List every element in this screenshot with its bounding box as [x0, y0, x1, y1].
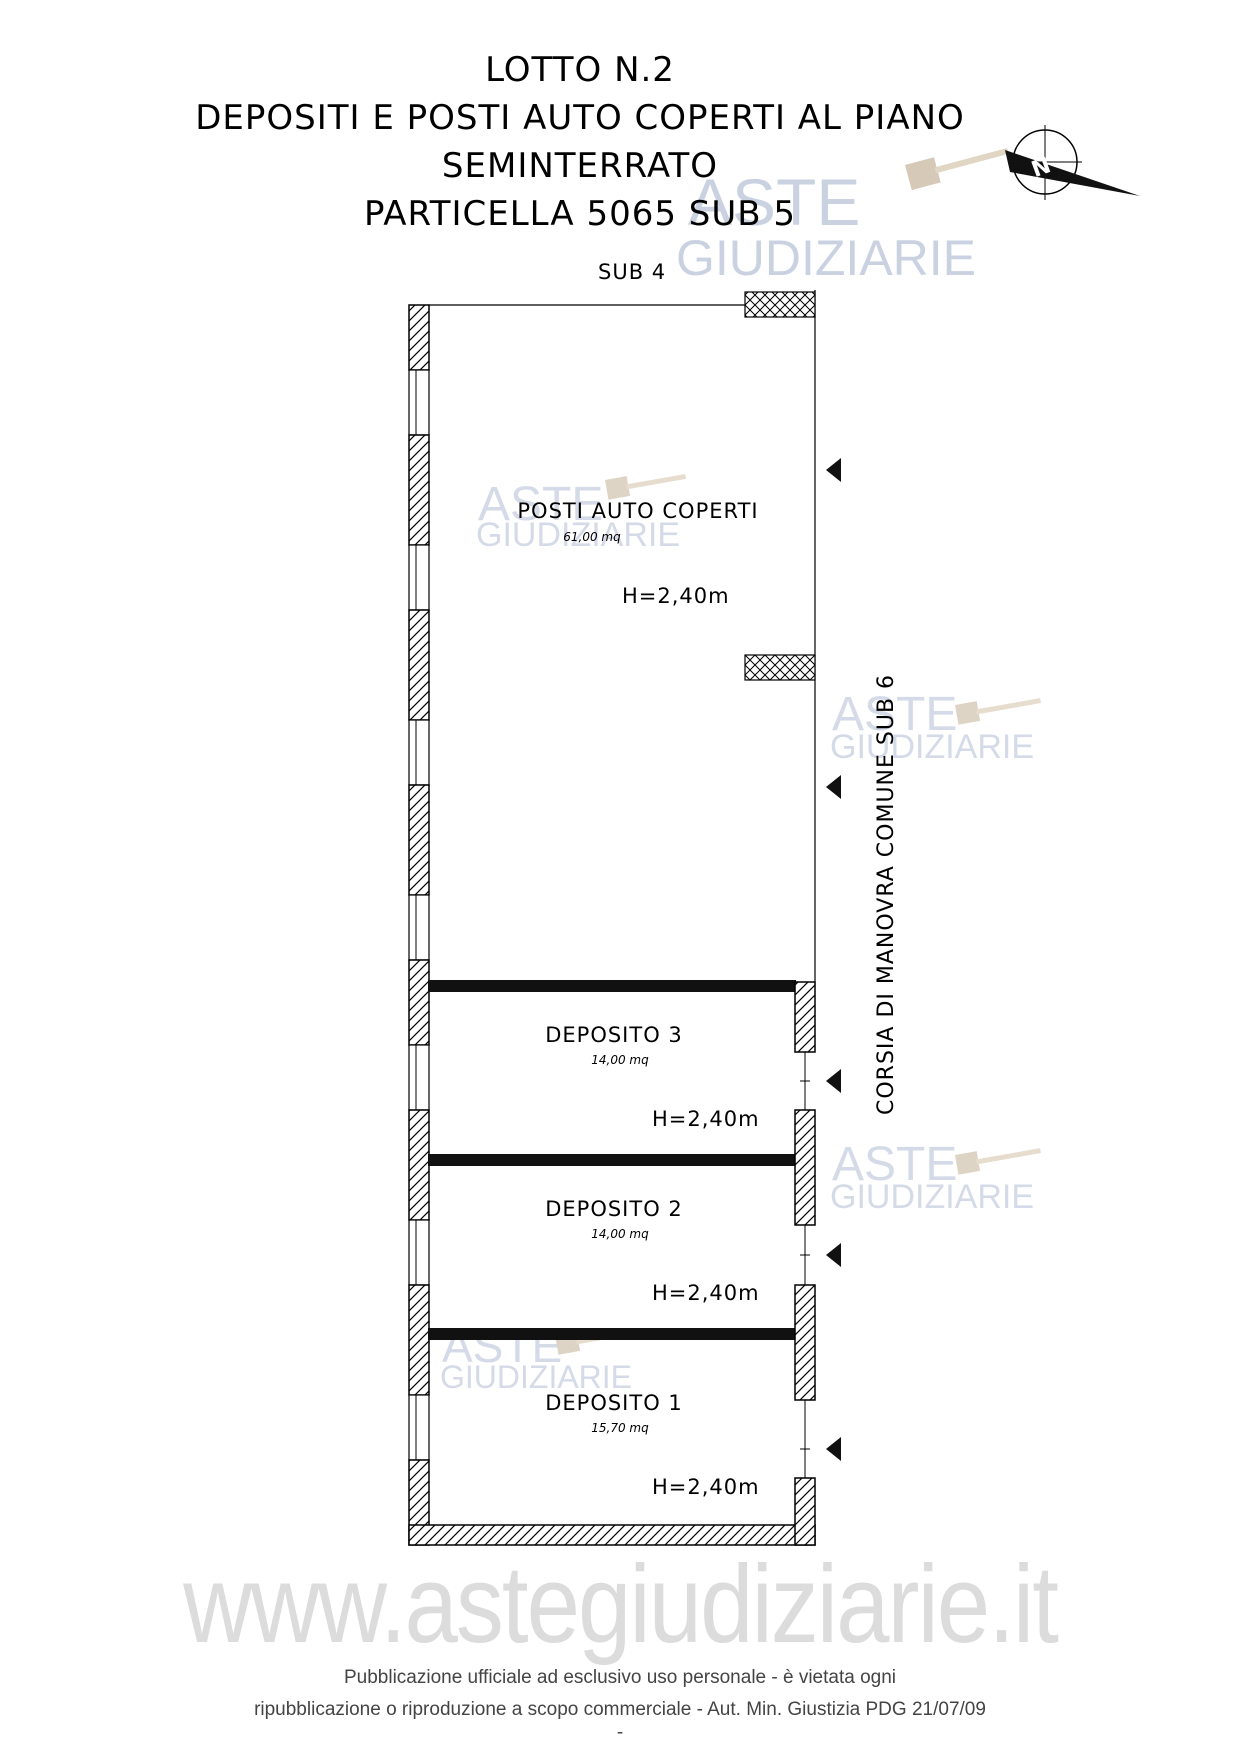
- partition-wall-3: [428, 980, 796, 992]
- entrance-arrow-icon: [826, 458, 841, 482]
- aste-logo-watermark-room: ASTE GIUDIZIARIE: [476, 473, 687, 554]
- aste-logo-watermark-right-2: ASTE GIUDIZIARIE: [830, 1138, 1041, 1216]
- room-deposito-1: DEPOSITO 1 15,70 mq H=2,40m: [545, 1391, 760, 1499]
- svg-text:ASTE: ASTE: [832, 1138, 957, 1191]
- room-height: H=2,40m: [652, 1281, 760, 1305]
- partition-wall-2: [428, 1154, 796, 1166]
- title-description: DEPOSITI E POSTI AUTO COPERTI AL PIANO: [195, 98, 965, 138]
- partition-wall-1: [428, 1328, 796, 1340]
- room-area: 14,00 mq: [591, 1053, 649, 1067]
- room-deposito-2: DEPOSITO 2 14,00 mq H=2,40m: [545, 1197, 760, 1305]
- legal-footer: Pubblicazione ufficiale ad esclusivo uso…: [0, 1662, 1240, 1743]
- svg-text:GIUDIZIARIE: GIUDIZIARIE: [830, 728, 1034, 766]
- pillar-top: [744, 291, 816, 318]
- title-parcel: PARTICELLA 5065 SUB 5: [363, 194, 797, 234]
- gavel-icon: [955, 698, 1041, 725]
- svg-text:ASTE: ASTE: [478, 478, 603, 531]
- pillar-mid: [744, 654, 816, 681]
- footer-line-2: ripubblicazione o riproduzione a scopo c…: [254, 1699, 986, 1720]
- left-wall: [408, 304, 430, 1546]
- footer-line-3: -: [616, 1722, 624, 1743]
- entrance-arrow-icon: [826, 1437, 841, 1461]
- adjacent-top-label: SUB 4: [598, 260, 666, 284]
- room-name: DEPOSITO 2: [545, 1197, 683, 1221]
- entrance-arrow-icon: [826, 1069, 841, 1093]
- deposit-right-wall: [794, 981, 816, 1546]
- title-lotto: LOTTO N.2: [485, 50, 675, 90]
- url-watermark: www.astegiudiziarie.it: [183, 1542, 1059, 1666]
- title-floor: SEMINTERRATO: [441, 146, 719, 186]
- svg-text:GIUDIZIARIE: GIUDIZIARIE: [476, 516, 680, 554]
- footer-line-1: Pubblicazione ufficiale ad esclusivo uso…: [343, 1667, 897, 1688]
- entrance-arrow-icon: [826, 1243, 841, 1267]
- adjacent-right-label: CORSIA DI MANOVRA COMUNE SUB 6: [874, 674, 899, 1115]
- svg-text:GIUDIZIARIE: GIUDIZIARIE: [676, 230, 976, 286]
- svg-text:ASTE: ASTE: [832, 688, 957, 741]
- room-area: 15,70 mq: [591, 1421, 649, 1435]
- svg-text:GIUDIZIARIE: GIUDIZIARIE: [440, 1359, 632, 1395]
- svg-text:ASTE: ASTE: [688, 165, 860, 239]
- aste-logo-watermark-right-1: ASTE GIUDIZIARIE: [830, 688, 1041, 766]
- room-height: H=2,40m: [652, 1107, 760, 1131]
- room-deposito-3: DEPOSITO 3 14,00 mq H=2,40m: [545, 1023, 760, 1131]
- room-area: 61,00 mq: [563, 530, 621, 544]
- entrance-arrow-icon: [826, 775, 841, 799]
- gavel-icon: [605, 473, 687, 500]
- room-name: DEPOSITO 3: [545, 1023, 683, 1047]
- room-name: POSTI AUTO COPERTI: [517, 499, 758, 523]
- room-posti-auto: POSTI AUTO COPERTI 61,00 mq H=2,40m: [517, 499, 758, 608]
- room-height: H=2,40m: [622, 584, 730, 608]
- aste-logo-watermark-top: ASTE GIUDIZIARIE: [676, 148, 1009, 286]
- room-name: DEPOSITO 1: [545, 1391, 683, 1415]
- room-height: H=2,40m: [652, 1475, 760, 1499]
- gavel-icon: [955, 1148, 1041, 1175]
- room-area: 14,00 mq: [591, 1227, 649, 1241]
- gavel-icon: [905, 148, 1009, 191]
- svg-text:GIUDIZIARIE: GIUDIZIARIE: [830, 1178, 1034, 1216]
- parking-boundary: [429, 290, 816, 985]
- bottom-wall: [408, 1524, 816, 1546]
